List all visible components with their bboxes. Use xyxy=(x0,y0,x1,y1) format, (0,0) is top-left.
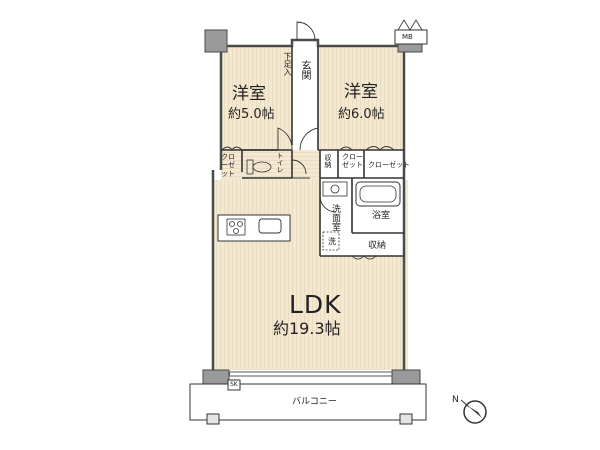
compass-north-label: N xyxy=(452,395,459,405)
kitchen-sink-icon xyxy=(258,218,282,234)
bathtub-icon xyxy=(355,181,401,207)
washer-label: 洗 xyxy=(328,237,336,246)
door-room1 xyxy=(277,127,293,151)
mb-box xyxy=(394,19,428,45)
room-western-1-name: 洋室 xyxy=(232,84,266,104)
wet-area-floor xyxy=(320,178,404,256)
room-western-1-size: 約5.0帖 xyxy=(228,107,275,122)
room-western-2-name: 洋室 xyxy=(344,82,378,102)
door-wash xyxy=(319,195,337,213)
ldk-name: LDK xyxy=(289,290,342,319)
window-icon xyxy=(229,260,405,377)
entrance-label: 玄関 xyxy=(299,60,310,80)
outer-wall-top xyxy=(221,38,404,48)
room-western-1-floor xyxy=(221,46,292,150)
mb-label: MB xyxy=(402,33,413,41)
compass-icon xyxy=(460,399,487,424)
balcony-label: バルコニー xyxy=(292,397,337,407)
closet-3-label: クローゼット xyxy=(368,161,410,169)
kitchen-counter xyxy=(217,214,291,242)
toilet-label: トイレ xyxy=(276,152,284,173)
room-western-2-floor xyxy=(318,46,404,150)
entrance-floor xyxy=(292,40,318,140)
door-entrance xyxy=(296,21,316,41)
door-swings xyxy=(277,21,337,213)
storage-label: 収納 xyxy=(368,241,387,251)
bathroom-label: 浴室 xyxy=(372,211,391,221)
closet-doors xyxy=(221,146,395,151)
interior-walls xyxy=(221,46,404,257)
storage-small-label: 収納 xyxy=(324,154,332,168)
sk-label: SK xyxy=(230,381,238,388)
kitchen-stove-icon xyxy=(226,218,246,236)
shoe-box-label: 下足入 xyxy=(283,52,292,76)
ldk-size: 約19.3帖 xyxy=(273,319,341,338)
washbasin-icon xyxy=(322,181,348,197)
washer-pan xyxy=(322,231,340,251)
storage-door xyxy=(351,255,377,260)
door-room2 xyxy=(299,127,319,151)
closet-2-label: クローゼット xyxy=(342,153,363,170)
toilet-icon xyxy=(246,159,272,175)
closet-1-label: クローゼット xyxy=(221,153,235,178)
room-western-2-size: 約6.0帖 xyxy=(338,107,385,122)
balcony xyxy=(189,379,427,425)
floors xyxy=(213,40,408,370)
sk-box xyxy=(227,379,241,391)
door-toilet xyxy=(291,159,307,175)
pillar-top-left xyxy=(204,29,228,53)
washroom-label: 洗面室 xyxy=(330,204,340,231)
